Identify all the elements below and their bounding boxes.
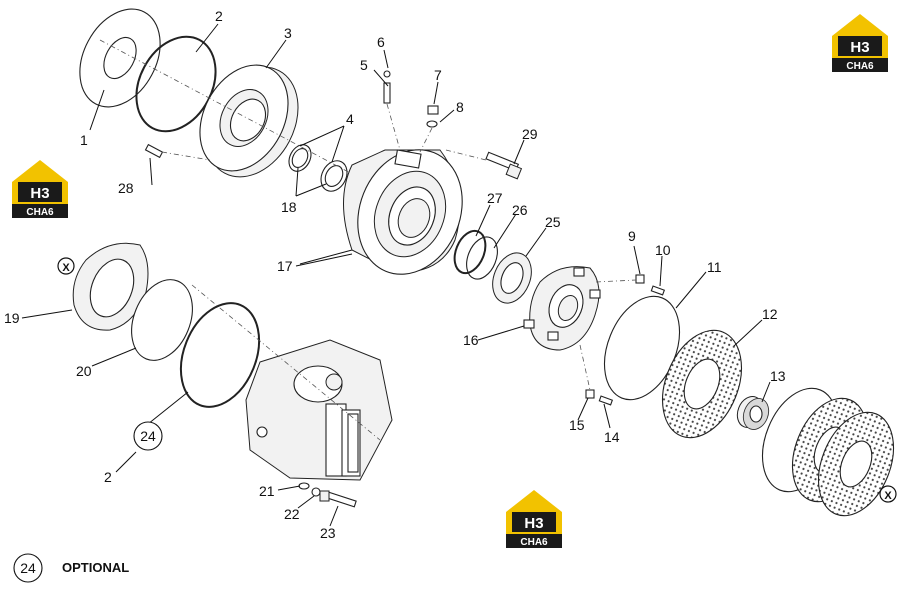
part-19-retainer — [72, 242, 149, 331]
part-21-22-23 — [298, 482, 357, 508]
part-14-15-screws — [579, 344, 614, 406]
callout-5: 5 — [360, 57, 368, 73]
part-25-bearing — [492, 252, 532, 304]
logo-letters: H3 — [850, 39, 869, 56]
callout-24: 24 — [140, 428, 156, 444]
callout-18: 18 — [281, 199, 297, 215]
part-12-friction-disc — [662, 329, 742, 439]
watermark-logo-left: H3 CHA6 — [12, 160, 68, 218]
callout-28: 28 — [118, 180, 134, 196]
logo-letters: H3 — [524, 515, 543, 532]
optional-callout-24: 24 — [133, 421, 163, 451]
part-17-housing — [343, 149, 463, 275]
callout-1: 1 — [80, 132, 88, 148]
callout-16: 16 — [463, 332, 479, 348]
callout-numbers: 1 2 3 4 5 6 7 8 9 10 11 12 13 14 15 16 1… — [4, 8, 786, 541]
watermark-logo-top-right: H3 CHA6 — [832, 14, 888, 72]
callout-19: 19 — [4, 310, 20, 326]
callout-14: 14 — [604, 429, 620, 445]
part-28-pin — [144, 143, 164, 159]
part-3-piston — [199, 64, 299, 178]
callout-17: 17 — [277, 258, 293, 274]
logo-caption: CHA6 — [520, 537, 548, 548]
callout-13: 13 — [770, 368, 786, 384]
callout-15: 15 — [569, 417, 585, 433]
part-1-disc — [79, 8, 161, 108]
x-mark-right-text: X — [884, 490, 892, 502]
part-7-8-plug — [419, 105, 439, 153]
callout-22: 22 — [284, 506, 300, 522]
x-mark-right: X — [879, 485, 897, 503]
callout-21: 21 — [259, 483, 275, 499]
callout-11: 11 — [707, 259, 722, 275]
legend-circle: 24 — [13, 553, 43, 583]
callout-2: 2 — [215, 8, 223, 24]
callout-23: 23 — [320, 525, 336, 541]
part-20-disc — [131, 279, 193, 361]
callout-2-lower: 2 — [104, 469, 112, 485]
axle-housing — [191, 284, 393, 481]
callout-25: 25 — [545, 214, 561, 230]
leader-lines — [21, 23, 771, 527]
x-mark-left: X — [57, 257, 75, 275]
logo-caption: CHA6 — [26, 207, 54, 218]
centerline-pin — [161, 151, 211, 161]
part-5-6-bleeder — [383, 70, 401, 151]
callout-12: 12 — [762, 306, 778, 322]
callout-27: 27 — [487, 190, 503, 206]
legend-circle-number: 24 — [20, 560, 36, 576]
callout-8: 8 — [456, 99, 464, 115]
logo-letters: H3 — [30, 185, 49, 202]
part-disc-stack — [761, 387, 895, 517]
legend-optional-label: OPTIONAL — [62, 560, 130, 575]
x-mark-left-text: X — [62, 262, 70, 274]
part-4-seals — [288, 144, 348, 192]
callout-4: 4 — [346, 111, 354, 127]
part-26-ring — [466, 236, 498, 280]
callout-6: 6 — [377, 34, 385, 50]
part-29-bolt — [445, 149, 523, 180]
callout-20: 20 — [76, 363, 92, 379]
part-16-carrier — [523, 266, 601, 351]
part-9-10-screws — [595, 274, 666, 296]
callout-7: 7 — [434, 67, 442, 83]
callout-10: 10 — [655, 242, 671, 258]
watermark-logo-bottom: H3 CHA6 — [506, 490, 562, 548]
callout-3: 3 — [284, 25, 292, 41]
callout-26: 26 — [512, 202, 528, 218]
callout-9: 9 — [628, 228, 636, 244]
part-13-spline — [736, 395, 770, 430]
callout-29: 29 — [522, 126, 538, 142]
logo-caption: CHA6 — [846, 61, 874, 72]
part-2-lower-oring — [179, 302, 261, 408]
